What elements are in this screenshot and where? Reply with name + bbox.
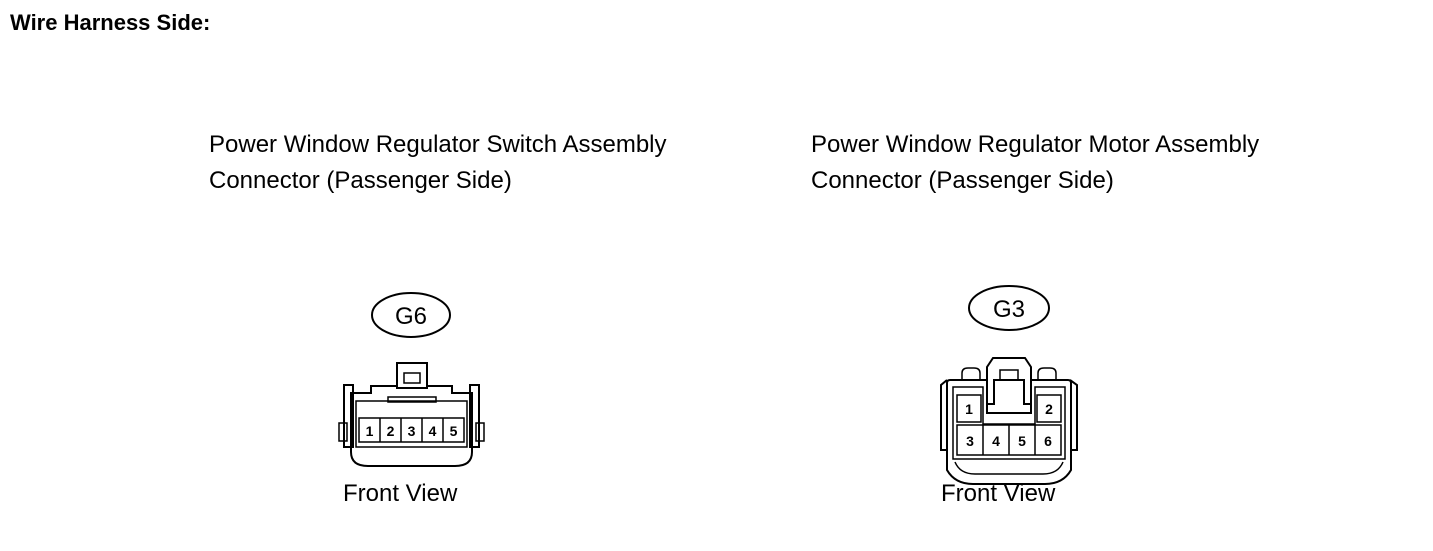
switch-connector-latch xyxy=(396,362,428,389)
motor-connector-title-line1: Power Window Regulator Motor Assembly xyxy=(811,131,1260,158)
switch-pin-label: 3 xyxy=(408,423,416,439)
switch-connector-view-label: Front View xyxy=(343,480,458,507)
motor-connector-left-ear xyxy=(940,379,948,451)
switch-pin-label: 5 xyxy=(450,423,458,439)
switch-connector-right-ear xyxy=(469,384,480,448)
motor-connector xyxy=(940,285,1078,485)
switch-connector-code: G6 xyxy=(395,303,427,330)
motor-pin-label: 6 xyxy=(1044,433,1052,449)
motor-pin-label: 3 xyxy=(966,433,974,449)
switch-connector-title-line1: Power Window Regulator Switch Assembly xyxy=(209,131,667,158)
section-heading: Wire Harness Side: xyxy=(10,10,211,35)
switch-connector xyxy=(338,292,485,467)
motor-connector-title-line2: Connector (Passenger Side) xyxy=(811,167,1114,194)
motor-connector-code-oval xyxy=(968,285,1050,331)
motor-connector-title: Power Window Regulator Motor Assembly Co… xyxy=(811,127,1259,199)
motor-connector-right-ear xyxy=(1069,379,1078,451)
motor-connector-body xyxy=(946,379,1072,485)
motor-connector-pin-cavity xyxy=(1036,394,1062,423)
switch-connector-body xyxy=(350,385,473,467)
switch-connector-pin-cavity xyxy=(358,417,465,443)
switch-pin-label: 1 xyxy=(366,423,374,439)
switch-pin-label: 2 xyxy=(387,423,395,439)
switch-connector-left-ear xyxy=(343,384,354,448)
motor-connector-pin-cavity xyxy=(956,394,982,423)
motor-pin-label: 1 xyxy=(965,401,973,417)
motor-pin-label: 5 xyxy=(1018,433,1026,449)
switch-connector-title-line2: Connector (Passenger Side) xyxy=(209,167,512,194)
motor-connector-latch xyxy=(986,357,1032,405)
switch-pin-label: 4 xyxy=(429,423,437,439)
switch-connector-title: Power Window Regulator Switch Assembly C… xyxy=(209,127,667,199)
motor-connector-view-label: Front View xyxy=(941,480,1056,507)
motor-pin-label: 4 xyxy=(992,433,1000,449)
motor-connector-code: G3 xyxy=(993,296,1025,323)
motor-pin-label: 2 xyxy=(1045,401,1053,417)
switch-connector-code-oval xyxy=(371,292,451,338)
